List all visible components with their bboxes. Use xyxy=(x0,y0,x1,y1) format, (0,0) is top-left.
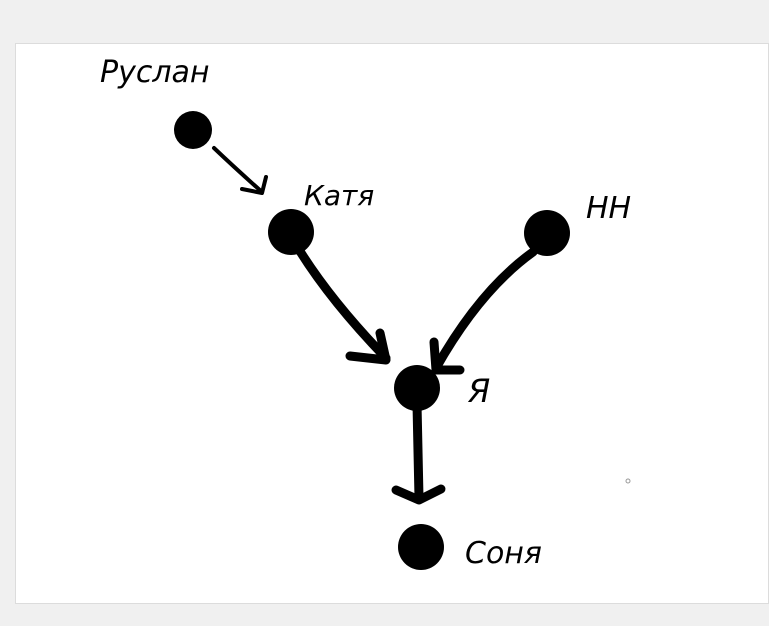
drawing-canvas[interactable] xyxy=(15,43,769,604)
label-katya: Катя xyxy=(304,179,374,212)
edge-ruslan-katya xyxy=(212,146,264,194)
edge-nn-ya xyxy=(431,247,538,373)
node-sonya xyxy=(398,524,444,570)
node-katya xyxy=(268,209,314,255)
node-nn xyxy=(524,210,570,256)
edge-katya-ya-arrowhead xyxy=(345,328,391,365)
edge-nn-ya-arrowhead xyxy=(429,337,465,375)
label-ruslan: Руслан xyxy=(100,55,210,90)
edge-ya-sonya-arrowhead xyxy=(391,484,446,505)
node-ya xyxy=(394,365,440,411)
label-sonya: Соня xyxy=(465,536,542,571)
label-ya: Я xyxy=(467,372,490,410)
edge-katya-ya xyxy=(293,243,391,363)
stray-mark xyxy=(625,478,631,484)
edge-ya-sonya xyxy=(412,399,424,503)
label-nn: НН xyxy=(586,191,631,226)
node-ruslan xyxy=(174,111,212,149)
edge-ruslan-katya-arrowhead xyxy=(240,175,268,195)
